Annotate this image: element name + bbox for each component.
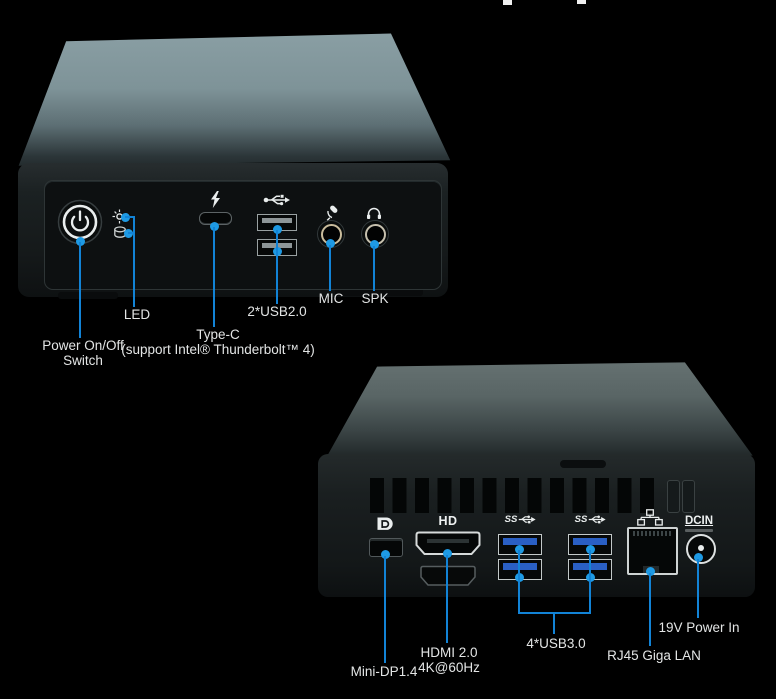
callout-line: [384, 556, 386, 663]
usb3-ss-icon: SS: [575, 514, 606, 525]
front-device-top-lid: [18, 33, 451, 166]
callout-line: [518, 612, 591, 614]
callout-dot: [693, 552, 703, 562]
label-spk: SPK: [361, 291, 389, 306]
ethernet-icon: [637, 509, 663, 526]
label-line: Type-C: [196, 327, 240, 342]
callout-dot: [75, 236, 85, 246]
front-device-foot: [58, 292, 118, 299]
callout-dot: [514, 544, 524, 554]
thunderbolt-icon: [211, 191, 220, 208]
label-power-switch: Power On/Off Switch: [42, 338, 124, 368]
label-minidp: Mini-DP1.4: [350, 664, 418, 679]
usb-port-tongue: [503, 538, 537, 545]
usb2-port: [257, 214, 297, 231]
callout-line: [446, 555, 448, 643]
hdmi-port: [415, 531, 481, 555]
label-type-c: Type-C (support Intel® Thunderbolt™ 4): [121, 327, 315, 357]
callout-line: [697, 559, 699, 618]
callout-line: [79, 242, 81, 338]
callout-dot: [209, 221, 219, 231]
label-line: Switch: [63, 353, 103, 368]
label-power-in: 19V Power In: [658, 620, 740, 635]
rj45-pins: [633, 531, 672, 536]
label-line: 4K@60Hz: [418, 660, 480, 675]
rear-device-top-lid: [325, 362, 753, 459]
callout-line: [518, 550, 520, 614]
label-line: (support Intel® Thunderbolt™ 4): [121, 342, 315, 357]
label-mic: MIC: [318, 291, 344, 306]
ss-label: SS: [574, 514, 588, 525]
usb3-ss-icon: SS: [505, 514, 536, 525]
hdmi-logo: HD: [438, 514, 458, 528]
callout-dot: [369, 239, 379, 249]
callout-dot: [645, 566, 655, 576]
callout-line: [373, 246, 375, 291]
hdmi-port-secondary: [420, 565, 476, 586]
front-device-foot: [335, 288, 423, 296]
dc-jack-pin: [698, 545, 704, 551]
vent-slots: [370, 478, 662, 513]
usb-port-tongue: [262, 218, 292, 223]
microphone-icon: [326, 205, 338, 221]
label-line: HDMI 2.0: [420, 645, 478, 660]
callout-line: [329, 245, 331, 291]
label-usb2: 2*USB2.0: [247, 304, 307, 319]
label-lan: RJ45 Giga LAN: [607, 648, 701, 663]
callout-dot: [585, 544, 595, 554]
usb-icon: [263, 194, 290, 206]
rear-lid-notch: [560, 460, 606, 468]
callout-dot: [272, 224, 282, 234]
cropped-text-fragment: [503, 0, 512, 5]
label-hdmi: HDMI 2.0 4K@60Hz: [418, 645, 480, 675]
usb-trident-icon: [588, 515, 606, 524]
dcin-label: DCIN: [684, 515, 714, 527]
callout-line: [589, 550, 591, 614]
headphone-icon: [367, 207, 381, 219]
vent-slot-outline: [682, 480, 695, 513]
callout-line: [213, 227, 215, 327]
label-led: LED: [123, 307, 151, 322]
ss-label: SS: [504, 514, 518, 525]
callout-line: [128, 232, 135, 234]
dcin-fine-print: [685, 529, 713, 532]
callout-dot: [325, 238, 335, 248]
vent-slot-outline: [667, 480, 680, 513]
usb-trident-icon: [518, 515, 536, 524]
label-usb3: 4*USB3.0: [526, 636, 586, 651]
label-line: Power On/Off: [42, 338, 124, 353]
callout-line: [133, 216, 135, 307]
cropped-text-fragment: [577, 0, 586, 4]
callout-line: [649, 573, 651, 646]
usb-port-tongue: [573, 538, 607, 545]
usb-port-tongue: [503, 563, 537, 570]
callout-line: [125, 216, 135, 218]
callout-line: [553, 614, 555, 634]
displayport-icon: [377, 517, 393, 530]
callout-dot: [442, 548, 452, 558]
callout-dot: [380, 549, 390, 559]
callout-line: [276, 230, 278, 304]
